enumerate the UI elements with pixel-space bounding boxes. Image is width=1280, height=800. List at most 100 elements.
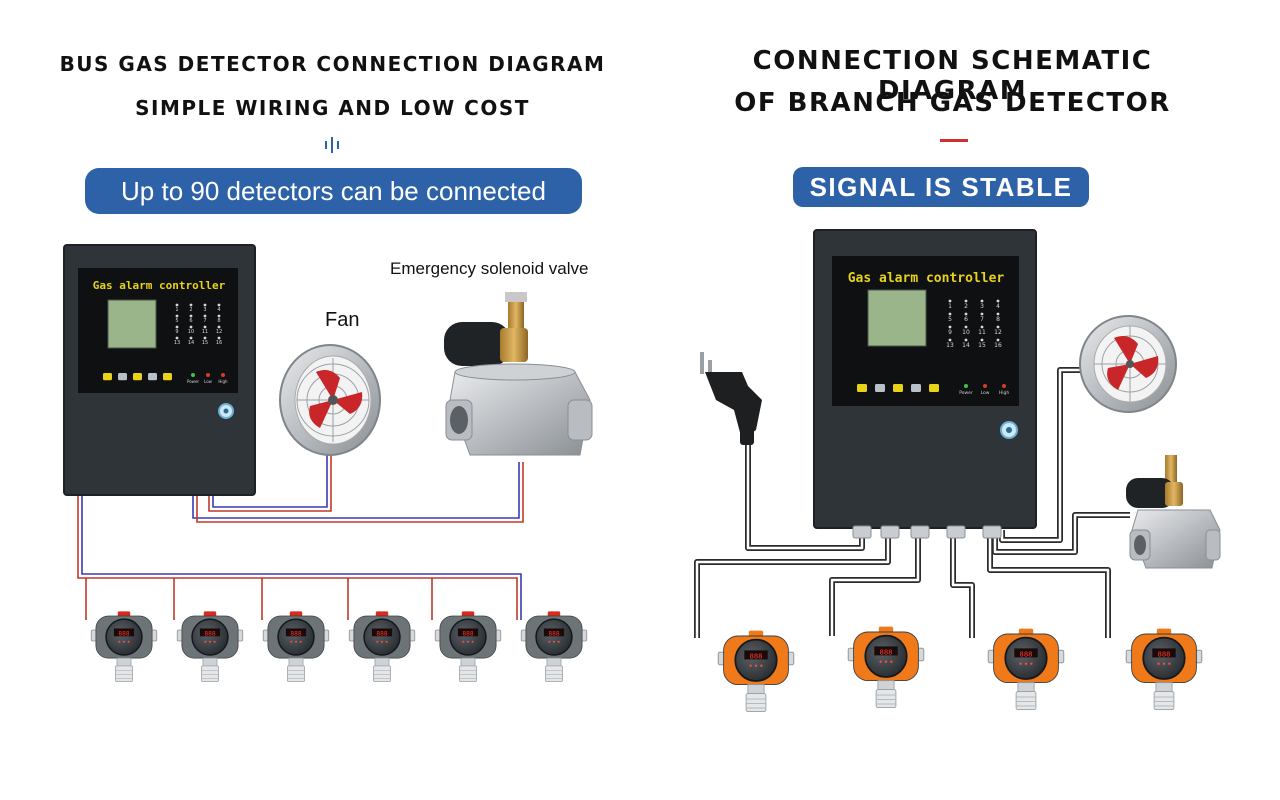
gas-detector: 888 xyxy=(90,611,158,682)
right-detectors: 888 888 888 888 xyxy=(717,626,1203,713)
channel-number: 5 xyxy=(175,318,178,324)
channel-number: 16 xyxy=(994,342,1002,349)
controller-key xyxy=(133,373,142,381)
left-controller-buttons: Power Low High xyxy=(103,373,228,384)
detector-display: 888 xyxy=(118,631,130,638)
channel-number: 5 xyxy=(948,316,952,323)
channel-number: 3 xyxy=(203,307,206,313)
status-led xyxy=(206,373,210,377)
channel-number: 1 xyxy=(175,307,178,313)
right-branch-wiring xyxy=(694,367,1130,638)
status-led xyxy=(983,384,987,388)
right-controller-title: Gas alarm controller xyxy=(848,271,1005,286)
channel-number: 11 xyxy=(202,329,208,335)
controller-key xyxy=(148,373,157,381)
channel-number: 16 xyxy=(216,340,222,346)
channel-number: 9 xyxy=(175,329,178,335)
gas-detector: 888 xyxy=(176,611,244,682)
channel-number: 13 xyxy=(946,342,954,349)
channel-number: 6 xyxy=(189,318,192,324)
channel-number: 14 xyxy=(962,342,970,349)
left-detectors: 888 888 888 888 888 888 xyxy=(90,611,588,682)
detector-display: 888 xyxy=(750,652,763,661)
controller-key xyxy=(857,384,867,392)
led-label: Low xyxy=(204,379,213,384)
right-title-line2: OF BRANCH GAS DETECTOR xyxy=(734,88,1171,118)
detector-display: 888 xyxy=(880,648,893,657)
left-controller-title: Gas alarm controller xyxy=(93,279,226,292)
led-label: Power xyxy=(959,390,973,396)
left-pill: Up to 90 detectors can be connected xyxy=(85,168,582,214)
detector-display: 888 xyxy=(204,631,216,638)
channel-number: 10 xyxy=(962,329,970,336)
detector-display: 888 xyxy=(1158,650,1171,659)
fan-label: Fan xyxy=(325,309,360,331)
channel-number: 12 xyxy=(216,329,222,335)
channel-number: 14 xyxy=(188,340,194,346)
gas-detector: 888 xyxy=(987,628,1065,711)
channel-number: 11 xyxy=(978,329,986,336)
controller-key xyxy=(103,373,112,381)
gas-detector: 888 xyxy=(434,611,502,682)
channel-number: 4 xyxy=(996,303,1000,310)
right-pill: SIGNAL IS STABLE xyxy=(793,167,1089,207)
channel-number: 7 xyxy=(203,318,206,324)
gas-detector: 888 xyxy=(348,611,416,682)
right-fan-device xyxy=(1079,315,1177,413)
channel-number: 7 xyxy=(980,316,984,323)
channel-number: 3 xyxy=(980,303,984,310)
led-label: Low xyxy=(981,390,990,396)
status-led xyxy=(221,373,225,377)
right-valve-device xyxy=(1126,455,1221,569)
controller-key xyxy=(893,384,903,392)
controller-key xyxy=(929,384,939,392)
status-led xyxy=(964,384,968,388)
channel-number: 12 xyxy=(994,329,1002,336)
gas-detector: 888 xyxy=(520,611,588,682)
detector-display: 888 xyxy=(548,631,560,638)
channel-number: 9 xyxy=(948,329,952,336)
gas-detector: 888 xyxy=(262,611,330,682)
detector-display: 888 xyxy=(1020,650,1033,659)
channel-number: 15 xyxy=(202,340,208,346)
channel-number: 6 xyxy=(964,316,968,323)
led-label: High xyxy=(218,379,228,384)
fan-device xyxy=(279,344,381,456)
detector-display: 888 xyxy=(376,631,388,638)
detector-display: 888 xyxy=(462,631,474,638)
status-led xyxy=(1002,384,1006,388)
gas-detector: 888 xyxy=(717,630,795,713)
divider-bars-icon xyxy=(323,137,343,153)
led-label: High xyxy=(999,390,1009,396)
controller-key xyxy=(163,373,172,381)
gas-detector: 888 xyxy=(847,626,925,709)
left-title-line2: SIMPLE WIRING AND LOW COST xyxy=(135,96,530,120)
valve-label: Emergency solenoid valve xyxy=(390,259,589,278)
gas-detector: 888 xyxy=(1125,628,1203,711)
status-led xyxy=(191,373,195,377)
channel-number: 8 xyxy=(217,318,220,324)
channel-number: 10 xyxy=(188,329,194,335)
controller-key xyxy=(911,384,921,392)
controller-key xyxy=(118,373,127,381)
channel-number: 1 xyxy=(948,303,952,310)
left-title-line1: BUS GAS DETECTOR CONNECTION DIAGRAM xyxy=(59,52,606,76)
solenoid-valve-device xyxy=(444,292,593,456)
channel-number: 8 xyxy=(996,316,1000,323)
red-divider xyxy=(940,139,968,142)
left-bus-wiring xyxy=(77,452,524,620)
channel-number: 2 xyxy=(964,303,968,310)
channel-number: 4 xyxy=(217,307,220,313)
power-plug-icon xyxy=(700,352,762,445)
channel-number: 2 xyxy=(189,307,192,313)
led-label: Power xyxy=(187,379,199,384)
controller-key xyxy=(875,384,885,392)
channel-number: 15 xyxy=(978,342,986,349)
detector-display: 888 xyxy=(290,631,302,638)
right-controller-buttons: Power Low High xyxy=(857,384,1009,396)
